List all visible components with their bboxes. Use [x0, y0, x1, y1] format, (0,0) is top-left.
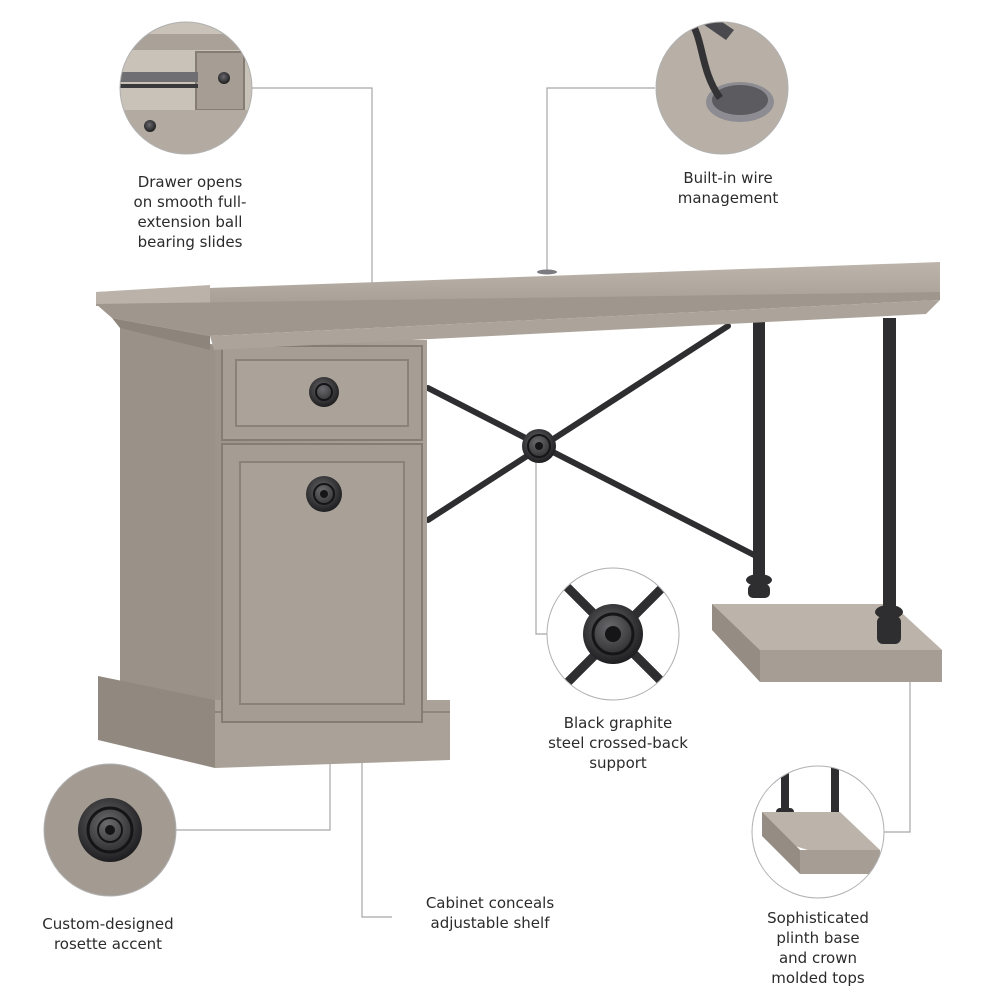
metal-leg-front: [875, 318, 903, 644]
drawer-slides-caption: Drawer opens on smooth full- extension b…: [133, 173, 247, 251]
rosette-knob-detail: [43, 763, 177, 897]
drawer-slide-detail: [119, 21, 253, 155]
plinth-callout-line: [884, 654, 911, 833]
metal-leg-back: [746, 320, 772, 598]
desktop: [96, 262, 940, 350]
cross-rosette: [522, 429, 556, 463]
crossed-back-support-caption: Black graphite steel crossed-back suppor…: [548, 714, 688, 772]
plinth-base: [712, 604, 942, 682]
drawer-callout-line: [252, 87, 373, 376]
wire-grommet-detail: [655, 21, 789, 155]
cabinet-shelf-caption: Cabinet conceals adjustable shelf: [425, 894, 555, 932]
wire-callout-line: [546, 87, 655, 270]
crossed-back-rosette-detail: [546, 567, 680, 701]
steel-callout-line: [535, 452, 547, 635]
rosette-accent-caption: Custom-designed rosette accent: [42, 915, 174, 953]
wire-management-caption: Built-in wire management: [677, 169, 779, 207]
desk: [96, 262, 942, 768]
pedestal-cabinet: [98, 320, 450, 768]
plinth-base-caption: Sophisticated plinth base and crown mold…: [767, 909, 869, 987]
plinth-base-detail: [751, 765, 885, 899]
crossed-back-support: [425, 323, 759, 559]
